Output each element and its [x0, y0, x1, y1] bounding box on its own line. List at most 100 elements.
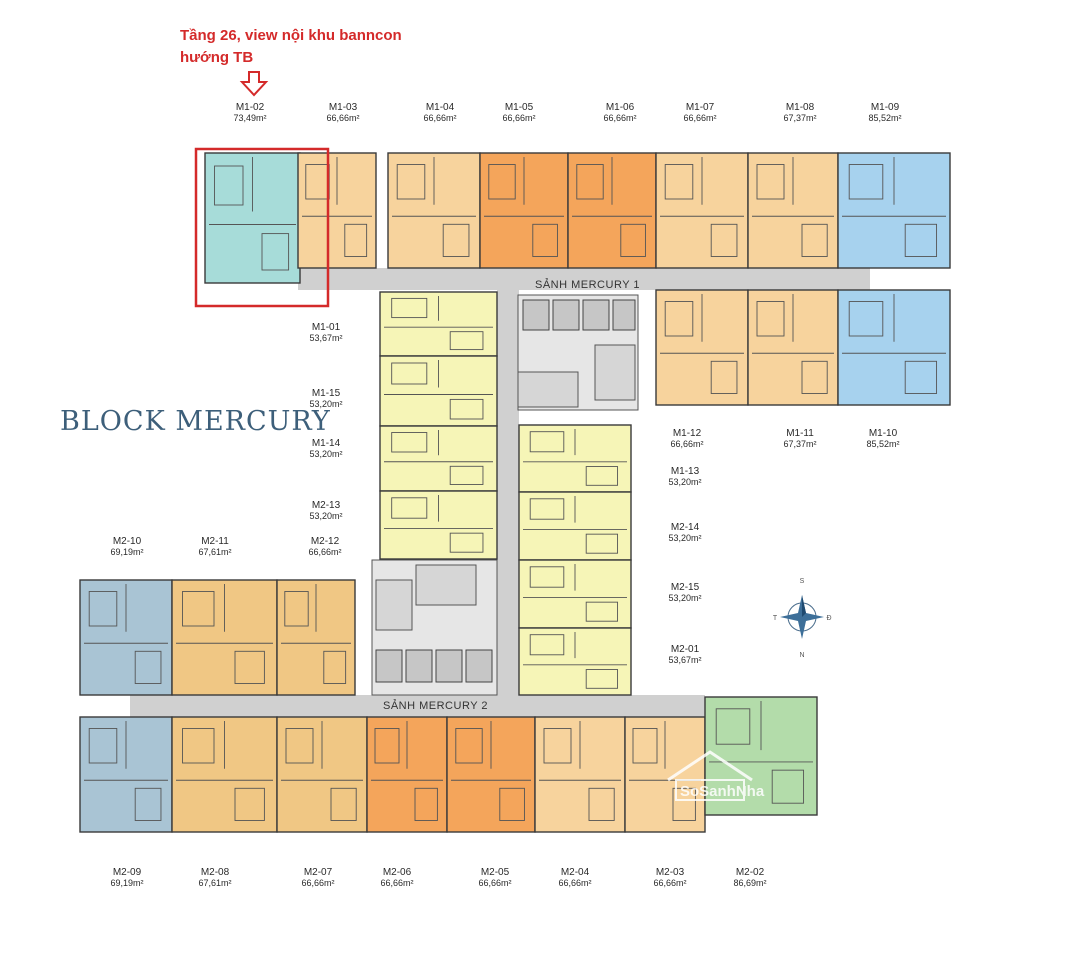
- unit-area: 86,69m²: [733, 878, 766, 888]
- unit-area: 53,20m²: [668, 477, 701, 487]
- unit-code: M2-08: [201, 867, 230, 878]
- unit-interior-walls: [384, 430, 493, 485]
- unit-area: 85,52m²: [866, 439, 899, 449]
- unit-code: M1-07: [686, 102, 715, 113]
- unit-interior-walls: [523, 496, 627, 554]
- unit-area: 53,20m²: [309, 399, 342, 409]
- highlight-box-m1-02: [194, 147, 330, 308]
- units-layer: M1-0273,49m²M1-0366,66m²M1-0466,66m²M1-0…: [79, 102, 951, 888]
- unit-code: M2-14: [671, 522, 700, 533]
- unit-interior-walls: [384, 360, 493, 420]
- lobby-1-label: SẢNH MERCURY 1: [535, 278, 640, 291]
- unit-code: M2-13: [312, 500, 341, 511]
- unit-interior-walls: [84, 721, 168, 821]
- unit-area: 66,66m²: [502, 113, 535, 123]
- compass-n: N: [799, 652, 804, 659]
- unit-code: M2-11: [201, 536, 229, 547]
- unit-code: M1-08: [786, 102, 815, 113]
- unit-area: 69,19m²: [110, 878, 143, 888]
- unit-area: 53,20m²: [309, 511, 342, 521]
- unit-code: M1-11: [786, 428, 814, 439]
- watermark-logo: SoSanhNha: [667, 750, 765, 801]
- unit-area: 66,66m²: [308, 547, 341, 557]
- unit-interior-walls: [752, 294, 834, 394]
- unit-area: 66,66m²: [380, 878, 413, 888]
- unit-area: 66,66m²: [558, 878, 591, 888]
- corridor-top: [298, 268, 870, 290]
- unit-code: M2-03: [656, 867, 685, 878]
- unit-interior-walls: [176, 584, 273, 684]
- unit-code: M2-09: [113, 867, 142, 878]
- unit-area: 53,20m²: [668, 593, 701, 603]
- unit-code: M2-01: [671, 644, 700, 655]
- unit-interior-walls: [523, 632, 627, 689]
- unit-area: 53,67m²: [668, 655, 701, 665]
- unit-code: M1-03: [329, 102, 358, 113]
- unit-interior-walls: [384, 495, 493, 553]
- unit-area: 67,61m²: [198, 878, 231, 888]
- unit-area: 66,66m²: [478, 878, 511, 888]
- elevator-core-top: [517, 294, 639, 411]
- unit-interior-walls: [176, 721, 273, 821]
- unit-interior-walls: [484, 157, 564, 257]
- corridor-bottom: [130, 695, 705, 717]
- unit-area: 85,52m²: [868, 113, 901, 123]
- unit-code: M1-14: [312, 438, 341, 449]
- unit-area: 67,37m²: [783, 439, 816, 449]
- unit-area: 67,37m²: [783, 113, 816, 123]
- corridor-vertical: [497, 290, 519, 705]
- unit-interior-walls: [523, 564, 627, 622]
- unit-code: M2-10: [113, 536, 142, 547]
- unit-interior-walls: [523, 429, 627, 486]
- unit-interior-walls: [842, 157, 946, 257]
- unit-area: 66,66m²: [670, 439, 703, 449]
- unit-area: 66,66m²: [301, 878, 334, 888]
- block-title: BLOCK MERCURY: [60, 406, 331, 437]
- unit-area: 66,66m²: [326, 113, 359, 123]
- unit-area: 66,66m²: [603, 113, 636, 123]
- unit-shape: [518, 627, 632, 696]
- unit-code: M2-04: [561, 867, 590, 878]
- unit-code: M2-15: [671, 582, 700, 593]
- unit-code: M2-02: [736, 867, 765, 878]
- down-arrow-icon: [239, 71, 269, 97]
- unit-area: 73,49m²: [233, 113, 266, 123]
- unit-interior-walls: [752, 157, 834, 257]
- annotation-line-2: hướng TB: [180, 49, 253, 66]
- unit-area: 66,66m²: [423, 113, 456, 123]
- unit-interior-walls: [384, 296, 493, 351]
- unit-area: 53,67m²: [309, 333, 342, 343]
- compass-s: S: [800, 578, 805, 585]
